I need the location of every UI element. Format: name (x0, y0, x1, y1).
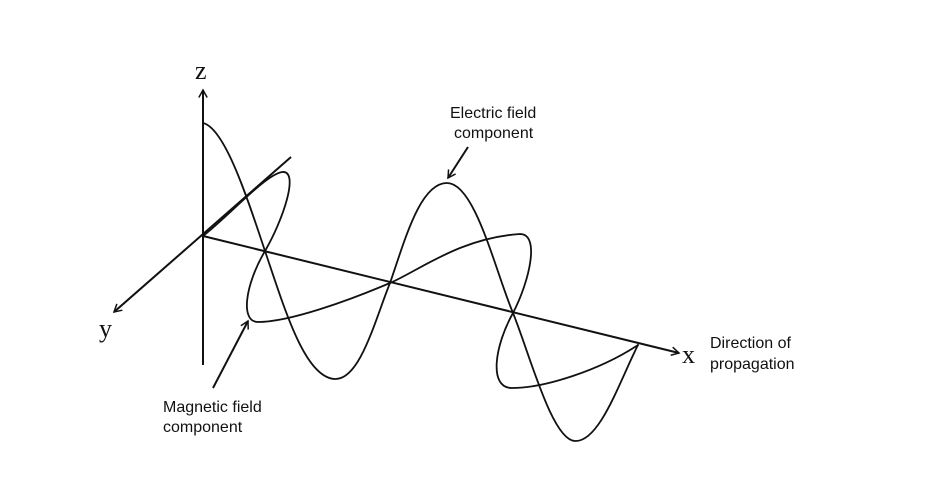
magnetic-field-label-line1: Magnetic field (163, 399, 262, 416)
x-axis (202, 235, 681, 356)
y-axis (112, 156, 292, 314)
direction-label-line1: Direction of (710, 335, 791, 352)
magnetic-field-wave (202, 171, 639, 389)
electric-field-wave (202, 122, 639, 442)
x-axis-label: x (682, 340, 695, 369)
direction-label-line2: propagation (710, 356, 795, 373)
y-axis-label: y (99, 314, 112, 343)
electric-field-label-line1: Electric field (450, 105, 536, 122)
magnetic-field-pointer-arrow (212, 319, 249, 389)
electric-field-label-line2: component (454, 125, 534, 142)
electric-field-pointer-arrow (447, 146, 469, 180)
z-axis-label: z (195, 56, 207, 85)
magnetic-field-label-line2: component (163, 419, 243, 436)
